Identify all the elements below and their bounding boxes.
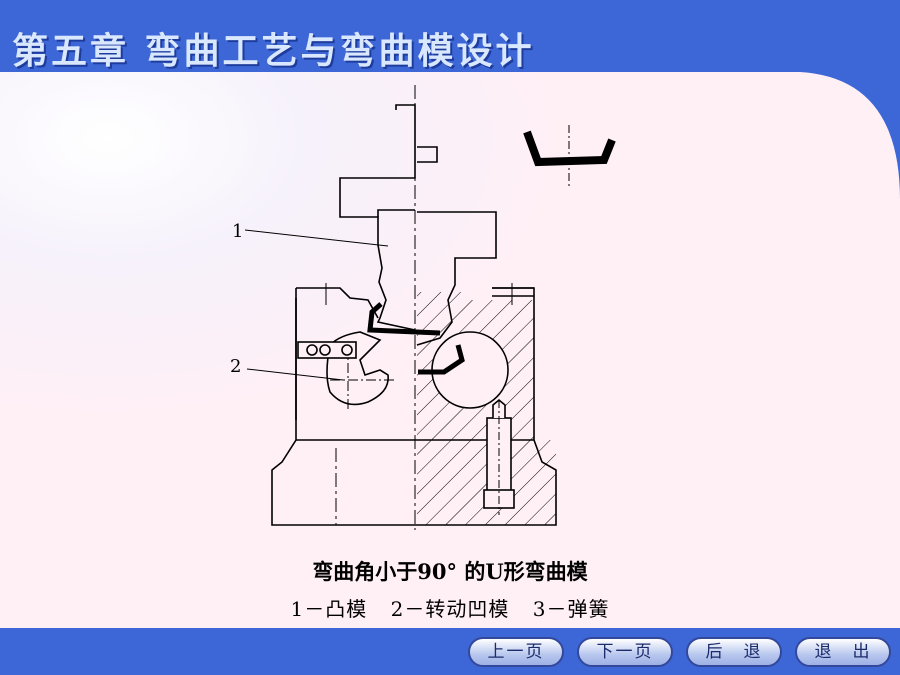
next-page-button[interactable]: 下一页 xyxy=(577,637,673,667)
label-part-2: 2 xyxy=(230,356,241,377)
figure-caption: 弯曲角小于90° 的U形弯曲模 xyxy=(312,559,588,584)
prev-page-button[interactable]: 上一页 xyxy=(468,637,564,667)
parts-legend: 1－凸模 2－转动凹模 3－弹簧 xyxy=(0,593,900,622)
exit-button[interactable]: 退 出 xyxy=(795,637,891,667)
label-part-1: 1 xyxy=(232,221,243,242)
part-legend-item: 2－转动凹模 xyxy=(390,597,510,621)
slide-navigation: 上一页 下一页 后 退 退 出 xyxy=(466,637,896,669)
slide-title: 第五章 弯曲工艺与弯曲模设计 xyxy=(12,31,535,72)
u-bend-die-drawing: 1 2 xyxy=(230,85,616,530)
part-legend-item: 3－弹簧 xyxy=(532,597,610,621)
part-legend-item: 1－凸模 xyxy=(290,597,368,621)
back-button[interactable]: 后 退 xyxy=(686,637,782,667)
